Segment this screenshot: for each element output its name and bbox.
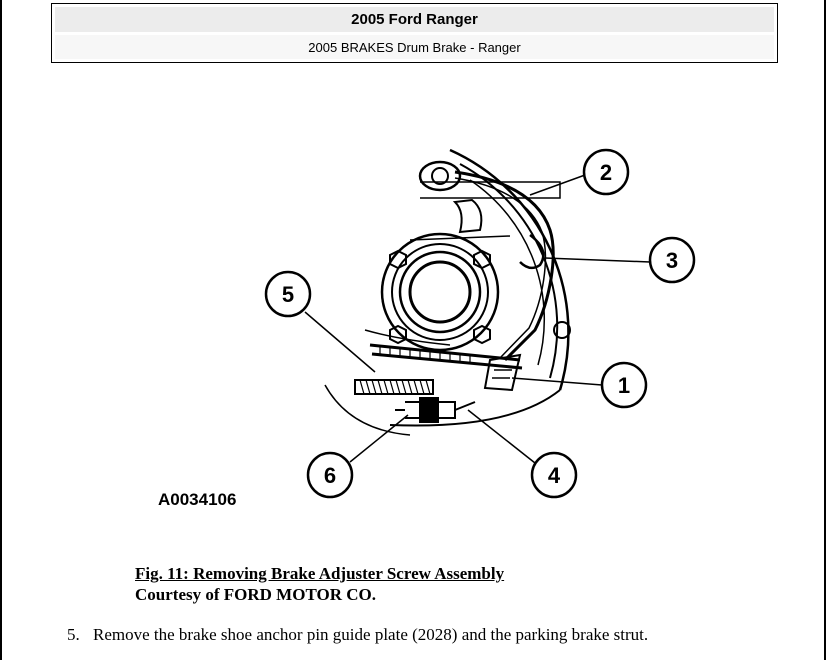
figure-id: A0034106 (158, 490, 237, 509)
document-subtitle: 2005 BRAKES Drum Brake - Ranger (55, 35, 774, 59)
step-text: Remove the brake shoe anchor pin guide p… (93, 625, 649, 644)
caption-title: Fig. 11: Removing Brake Adjuster Screw A… (135, 564, 505, 583)
page-border-right (824, 0, 826, 660)
callout-3: 3 (666, 248, 678, 273)
figure-caption: Fig. 11: Removing Brake Adjuster Screw A… (135, 563, 504, 605)
callout-2: 2 (600, 160, 612, 185)
document-header: 2005 Ford Ranger 2005 BRAKES Drum Brake … (51, 3, 778, 63)
callout-6: 6 (324, 463, 336, 488)
callout-5: 5 (282, 282, 294, 307)
callout-4: 4 (548, 463, 561, 488)
document-title: 2005 Ford Ranger (55, 7, 774, 32)
callout-1: 1 (618, 373, 630, 398)
page-border-left (0, 0, 2, 660)
brake-illustration: 1 2 3 4 5 6 (150, 140, 710, 520)
caption-credit: Courtesy of FORD MOTOR CO. (135, 585, 376, 604)
step-number: 5. (67, 625, 80, 644)
procedure-step: 5. Remove the brake shoe anchor pin guide… (67, 624, 648, 646)
